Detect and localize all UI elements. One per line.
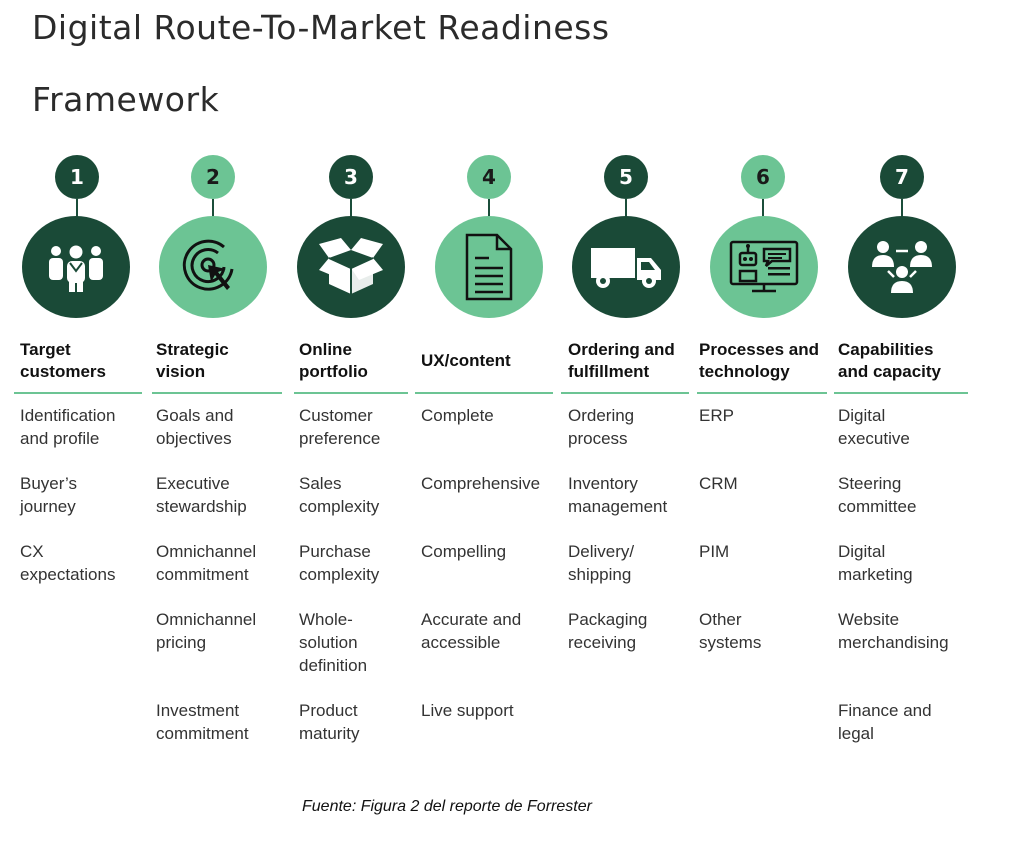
column-divider xyxy=(561,392,689,394)
connector-stem xyxy=(762,199,764,217)
heading-line: Online xyxy=(299,340,352,359)
column-heading: Target customers xyxy=(20,333,106,389)
heading-line: Processes and xyxy=(699,340,820,359)
step-number-badge: 5 xyxy=(604,155,648,199)
list-item: ERP xyxy=(699,406,734,425)
open-box-icon xyxy=(297,216,405,318)
source-caption: Fuente: Figura 2 del reporte de Forreste… xyxy=(302,798,592,815)
connector-stem xyxy=(488,199,490,217)
heading-line: technology xyxy=(699,362,790,381)
heading-line: fulfillment xyxy=(568,362,650,381)
column-divider xyxy=(697,392,827,394)
people-group-icon xyxy=(22,216,130,318)
heading-line: Ordering and xyxy=(568,340,675,359)
column-heading: Online portfolio xyxy=(299,333,368,389)
step-number-badge: 1 xyxy=(55,155,99,199)
heading-line: and capacity xyxy=(838,362,941,381)
robot-monitor-icon xyxy=(710,216,818,318)
column-heading: Capabilities and capacity xyxy=(838,333,941,389)
heading-line: vision xyxy=(156,362,206,381)
connector-stem xyxy=(625,199,627,217)
title-line-1: Digital Route-To-Market Readiness xyxy=(32,8,610,47)
column-divider xyxy=(152,392,282,394)
list-item: Comprehensive xyxy=(421,474,541,493)
list-item: CRM xyxy=(699,474,738,493)
connector-stem xyxy=(901,199,903,217)
step-number-badge: 6 xyxy=(741,155,785,199)
list-item: PIM xyxy=(699,542,730,561)
step-number-badge: 7 xyxy=(880,155,924,199)
heading-line: Strategic xyxy=(156,340,229,359)
heading-line: customers xyxy=(20,362,106,381)
column-divider xyxy=(294,392,408,394)
column-divider xyxy=(14,392,142,394)
document-icon xyxy=(435,216,543,318)
list-item: Delivery/shipping xyxy=(568,542,635,584)
column-heading: UX/content xyxy=(421,333,511,389)
connector-stem xyxy=(76,199,78,217)
heading-line: Target xyxy=(20,340,71,359)
delivery-truck-icon xyxy=(572,216,680,318)
column-divider xyxy=(834,392,968,394)
heading-line: portfolio xyxy=(299,362,368,381)
column-heading: Strategic vision xyxy=(156,333,229,389)
heading-line: UX/content xyxy=(421,351,511,370)
title-line-2: Framework xyxy=(32,80,220,119)
list-item: Complete xyxy=(421,406,494,425)
column-divider xyxy=(415,392,553,394)
column-heading: Processes and technology xyxy=(699,333,819,389)
connector-stem xyxy=(350,199,352,217)
heading-line: Capabilities xyxy=(838,340,934,359)
target-cursor-icon xyxy=(159,216,267,318)
list-item: Live support xyxy=(421,701,514,720)
column-heading: Ordering and fulfillment xyxy=(568,333,675,389)
list-item: Compelling xyxy=(421,542,507,561)
step-number-badge: 2 xyxy=(191,155,235,199)
step-number-badge: 4 xyxy=(467,155,511,199)
step-number-badge: 3 xyxy=(329,155,373,199)
connector-stem xyxy=(212,199,214,217)
team-network-icon xyxy=(848,216,956,318)
